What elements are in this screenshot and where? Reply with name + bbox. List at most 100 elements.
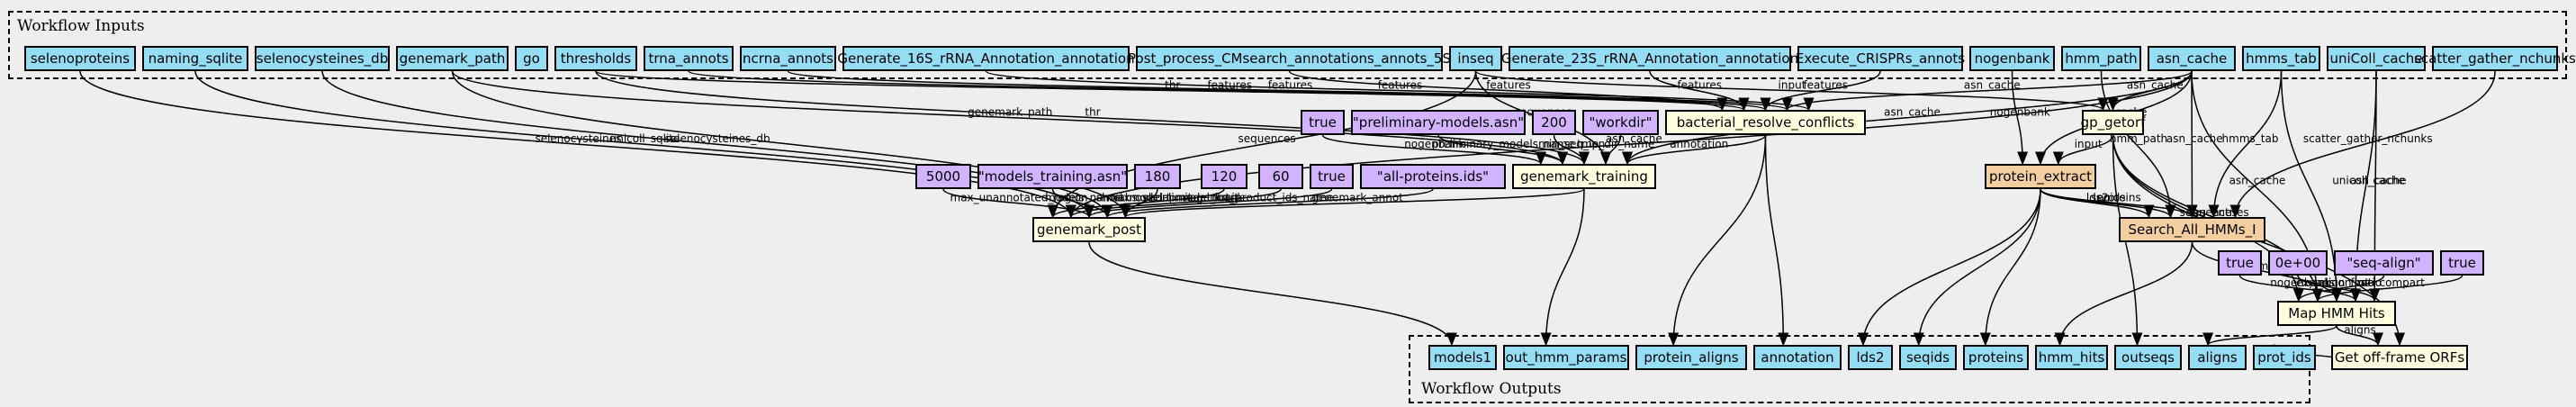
param-node-p-200[interactable]: 200 — [1532, 110, 1576, 135]
edge-label: features — [1803, 79, 1848, 92]
step-node-bacterial[interactable]: bacterial_resolve_conflicts — [1665, 110, 1866, 135]
output-node-proteins[interactable]: proteins — [1963, 345, 2029, 370]
edge-p-workdir-to-genemark-training — [1600, 134, 1622, 166]
edge-p-prelim-to-genemark-training — [1437, 134, 1568, 166]
input-node-gen16s[interactable]: Generate_16S_rRNA_Annotation_annotation — [837, 46, 1135, 71]
input-node-crispr[interactable]: Execute_CRISPRs_annots — [1796, 46, 1965, 71]
param-node-p-true1[interactable]: true — [1301, 110, 1345, 135]
edge-gen23s-to-bacterial — [1649, 70, 1750, 112]
edge-p-true1-to-genemark-training — [1321, 134, 1546, 166]
input-node-ncrna-annots[interactable]: ncrna_annots — [740, 46, 836, 71]
output-node-annotation[interactable]: annotation — [1753, 345, 1842, 370]
edge-label: max_overlap — [1106, 192, 1175, 204]
param-node-p-180[interactable]: 180 — [1134, 164, 1181, 189]
edge-label: features — [1677, 79, 1722, 92]
input-node-hmm-path[interactable]: hmm_path — [2061, 46, 2141, 71]
edge-naming-sqlite-to-genemark-post — [194, 70, 1094, 219]
edge-inseq-to-genemark-post — [1047, 70, 1477, 219]
input-node-nogenbank[interactable]: nogenbank — [1969, 46, 2055, 71]
edge-label: nogenbank — [1183, 192, 1243, 204]
step-node-get-offframe[interactable]: Get off-frame ORFs — [2331, 345, 2468, 370]
input-node-selenocysteines-db[interactable]: selenocysteines_db — [255, 46, 390, 71]
edge-genemark-post-to-models1 — [1088, 241, 1457, 347]
output-node-models1[interactable]: models1 — [1428, 345, 1497, 370]
edge-nogenbank-to-protein-extract — [2011, 70, 2029, 166]
edge-label: asn_cache — [1964, 79, 2021, 92]
input-node-inseq[interactable]: inseq — [1449, 46, 1502, 71]
edge-scatter-to-search-all — [2229, 70, 2496, 219]
step-node-genemark-training[interactable]: genemark_training — [1512, 164, 1656, 189]
input-node-asn-cache[interactable]: asn_cache — [2148, 46, 2236, 71]
param-node-p-120[interactable]: 120 — [1201, 164, 1247, 189]
param-node-p-true4[interactable]: true — [2440, 250, 2484, 276]
param-node-p-true2[interactable]: true — [1310, 164, 1354, 189]
edge-label: aligns — [2344, 324, 2376, 337]
param-node-p-workdir[interactable]: "workdir" — [1582, 110, 1659, 135]
input-node-trna-annots[interactable]: trna_annots — [644, 46, 734, 71]
input-node-postproc[interactable]: Post_process_CMsearch_annotations_annots… — [1128, 46, 1451, 71]
output-node-outseqs[interactable]: outseqs — [2114, 345, 2182, 370]
edge-label: features — [1486, 79, 1531, 92]
edge-label: hmm_path — [2110, 132, 2167, 145]
input-node-genemark-path[interactable]: genemark_path — [396, 46, 509, 71]
edge-label: proteins — [2097, 192, 2141, 204]
input-node-gen23s[interactable]: Generate_23S_rRNA_Annotation_annotation — [1501, 46, 1798, 71]
edge-label: tmp_dir_name — [1577, 138, 1654, 150]
input-node-unicoll-cache[interactable]: uniColl_cache — [2327, 46, 2426, 71]
edge-label: features — [1207, 79, 1252, 92]
output-node-hmm-hits[interactable]: hmm_hits — [2035, 345, 2108, 370]
input-node-naming-sqlite[interactable]: naming_sqlite — [142, 46, 248, 71]
edge-p-true4-to-map-hmm — [2312, 275, 2463, 303]
edge-label: scatter_gather_nchunks — [2303, 132, 2433, 145]
edge-label: unicoll_cache — [2332, 175, 2405, 187]
edge-thresholds-to-genemark-training — [595, 70, 1590, 166]
edge-protein-extract-to-seqids — [1913, 188, 2041, 347]
edge-label: seq_entries — [2187, 206, 2249, 219]
step-node-map-hmm[interactable]: Map HMM Hits — [2277, 301, 2396, 326]
edge-crispr-to-bacterial — [1760, 70, 1881, 112]
edge-protein-extract-to-proteins — [1979, 188, 2041, 347]
param-node-p-60[interactable]: 60 — [1258, 164, 1303, 189]
param-node-p-prelim[interactable]: "preliminary-models.asn" — [1351, 110, 1526, 135]
output-node-protein-aligns[interactable]: protein_aligns — [1635, 345, 1747, 370]
step-node-search-all[interactable]: Search_All_HMMs_I — [2119, 217, 2265, 242]
param-node-p-modtrain[interactable]: "models_training.asn" — [977, 164, 1128, 189]
input-node-hmms-tab[interactable]: hmms_tab — [2242, 46, 2320, 71]
input-node-thresholds[interactable]: thresholds — [554, 46, 637, 71]
edge-label: out_product_ids_name — [1212, 192, 1334, 204]
edge-genemark-training-to-out-hmm-params — [1540, 188, 1585, 347]
param-node-p-seqalign[interactable]: "seq-align" — [2334, 250, 2434, 276]
edge-label: input — [2075, 138, 2103, 150]
output-node-seqids[interactable]: seqids — [1899, 345, 1957, 370]
edge-label: preliminary_models_name — [1432, 138, 1574, 150]
input-node-selenoproteins[interactable]: selenoproteins — [24, 46, 136, 71]
output-node-aligns[interactable]: aligns — [2188, 345, 2247, 370]
edge-search-all-to-map-hmm — [2191, 241, 2342, 303]
output-node-out-hmm-params[interactable]: out_hmm_params — [1503, 345, 1629, 370]
step-node-gp-getorf[interactable]: gp_getorf — [2081, 110, 2145, 135]
edge-label: min_seq_len — [1538, 138, 1605, 150]
edge-label: max_unannotated_region — [950, 192, 1088, 204]
output-node-prot-ids[interactable]: prot_ids — [2253, 345, 2316, 370]
workflow-outputs-label: Workflow Outputs — [1421, 380, 1562, 398]
edge-label: input — [1779, 79, 1806, 92]
edge-label: align_fmt — [2319, 276, 2369, 289]
edge-asn-cache-to-search-all — [2186, 70, 2198, 219]
edge-genemark-training-to-genemark-post — [1120, 188, 1585, 219]
workflow-inputs-label: Workflow Inputs — [17, 17, 145, 35]
param-node-p-allprot[interactable]: "all-proteins.ids" — [1360, 164, 1506, 189]
output-node-lds2[interactable]: lds2 — [1848, 345, 1893, 370]
step-node-protein-extract[interactable]: protein_extract — [1985, 164, 2096, 189]
edge-label: no_compart — [2361, 276, 2425, 289]
param-node-p-5000[interactable]: 5000 — [915, 164, 971, 189]
step-node-genemark-post[interactable]: genemark_post — [1032, 217, 1146, 242]
edge-p-true2-to-genemark-post — [1084, 188, 1333, 219]
param-node-p-true3[interactable]: true — [2218, 250, 2262, 276]
edge-search-all-to-hmm-hits — [2054, 241, 2193, 347]
input-node-scatter[interactable]: scatter_gather_nchunks — [2414, 46, 2576, 71]
input-node-go[interactable]: go — [515, 46, 548, 71]
param-node-p-0e00[interactable]: 0e+00 — [2268, 250, 2328, 276]
edge-label: asn_cache — [2350, 175, 2407, 187]
edge-hmm-path-to-search-all — [2100, 70, 2176, 219]
edge-map-hmm-to-get-offframe — [2336, 325, 2383, 347]
